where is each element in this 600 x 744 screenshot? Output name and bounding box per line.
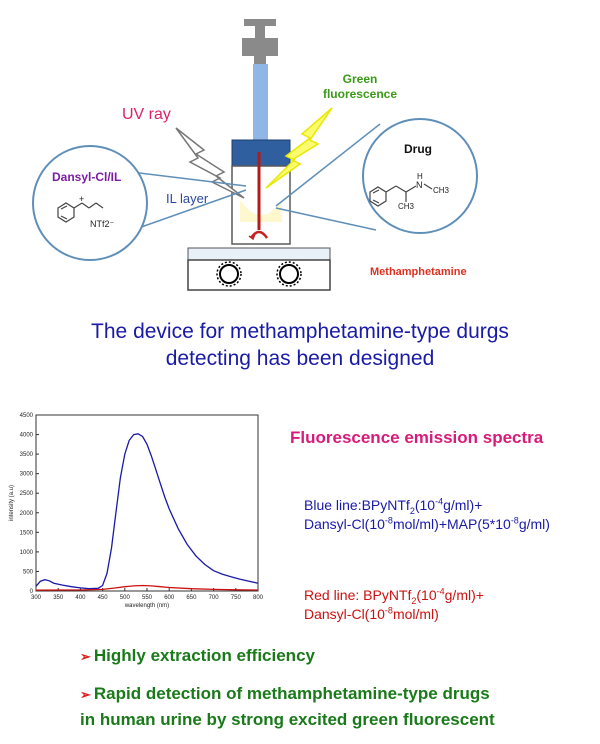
- red-legend-text5: mol/ml): [392, 606, 439, 622]
- x-axis-label: wavelength (nm): [124, 603, 169, 609]
- red-legend-sup2: -8: [384, 605, 393, 616]
- y-tick-label: 1000: [20, 550, 34, 556]
- blue-legend-text4: Dansyl-Cl(10: [304, 516, 385, 532]
- stir-bar-icon: [249, 230, 269, 239]
- plot-frame: [35, 414, 259, 592]
- device-head: [231, 139, 291, 167]
- blue-legend-text5: mol/ml)+MAP(5*10: [392, 516, 511, 532]
- methamphetamine-label: Methamphetamine: [370, 266, 467, 278]
- pyridinium-plus: +: [79, 194, 85, 204]
- x-tick-label: 500: [120, 595, 131, 601]
- drug-h-atom: H: [417, 172, 423, 181]
- stirrer-knob-icon: [216, 261, 242, 287]
- x-tick-label: 700: [209, 595, 220, 601]
- bullet-extraction-text: Highly extraction efficiency: [93, 646, 315, 665]
- x-tick-label: 350: [53, 595, 64, 601]
- optical-fiber: [253, 64, 268, 142]
- red-series-line: [35, 584, 259, 591]
- stirrer-top-plate: [187, 247, 331, 261]
- y-tick-label: 1500: [20, 530, 34, 536]
- drug-ch3-c: CH3: [398, 202, 415, 211]
- device-caption: The device for methamphetamine-type durg…: [0, 318, 600, 372]
- blue-legend-text3: g/ml)+: [443, 497, 483, 513]
- green-fluorescence-line1: Green: [342, 72, 378, 86]
- bullet-detection-line2: in human urine by strong excited green f…: [80, 710, 495, 729]
- callout-line-right: [275, 207, 377, 231]
- blue-series-line: [35, 433, 259, 590]
- y-tick-label: 0: [30, 589, 34, 595]
- green-fluorescence-line2: fluorescence: [322, 87, 398, 101]
- x-tick-label: 750: [231, 595, 242, 601]
- y-tick-label: 3000: [20, 472, 34, 478]
- red-legend-text4: Dansyl-Cl(10: [304, 606, 385, 622]
- blue-legend-text6: g/ml): [518, 516, 550, 532]
- blue-legend-text1: Blue line:BPyNTf: [304, 497, 410, 513]
- blue-legend-text2: (10: [414, 497, 436, 513]
- pyridinium-structure: [57, 202, 104, 223]
- x-tick-label: 600: [164, 595, 175, 601]
- y-tick-label: 500: [23, 569, 34, 575]
- stirrer-base: [187, 259, 331, 291]
- pyridinium-anion: NTf2⁻: [90, 219, 115, 229]
- arrow-bullet-icon: ➢: [80, 649, 91, 664]
- red-legend-text1: Red line: BPyNTf: [304, 587, 412, 603]
- red-line-legend: Red line: BPyNTf2(10-4g/ml)+ Dansyl-Cl(10…: [304, 586, 594, 624]
- red-legend-text2: (10: [416, 587, 437, 603]
- uv-ray-label: UV ray: [122, 106, 171, 123]
- y-tick-label: 3500: [20, 452, 34, 458]
- caption-line2: detecting has been designed: [165, 347, 435, 370]
- y-axis-label: intensity (a.u): [9, 485, 15, 521]
- y-tick-label: 2000: [20, 511, 34, 517]
- fluorescence-bolt-icon: [265, 107, 333, 189]
- blue-legend-sup2: -8: [384, 515, 393, 526]
- green-fluorescence-label: Green fluorescence: [318, 72, 402, 102]
- drug-ch3-n: CH3: [433, 186, 450, 195]
- methamphetamine-structure: [369, 183, 433, 207]
- red-legend-text3: g/ml)+: [444, 587, 484, 603]
- y-tick-label: 2500: [20, 491, 34, 497]
- device-diagram: [32, 19, 478, 291]
- arrow-bullet-icon: ➢: [80, 687, 91, 702]
- blue-line-legend: Blue line:BPyNTf2(10-4g/ml)+ Dansyl-Cl(10…: [304, 496, 594, 534]
- stirrer-knob-icon: [276, 261, 302, 287]
- dansyl-il-label: Dansyl-Cl/IL: [52, 170, 122, 184]
- spectra-title: Fluorescence emission spectra: [290, 428, 544, 447]
- emission-spectra-chart: 300 350 400 450 500 550 600 650 700 750 800 0 500 100…: [9, 413, 264, 609]
- bullet-detection-line1: Rapid detection of methamphetamine-type …: [93, 684, 490, 703]
- x-tick-label: 550: [142, 595, 153, 601]
- drug-circle: [362, 118, 478, 234]
- red-legend-sub1: 2: [411, 595, 417, 606]
- callout-line-right: [275, 123, 381, 207]
- caption-line1: The device for methamphetamine-type durg…: [91, 320, 509, 343]
- blue-legend-sub1: 2: [409, 505, 415, 516]
- y-tick-label: 4500: [20, 413, 34, 419]
- red-legend-sup1: -4: [436, 586, 445, 597]
- blue-legend-sup1: -4: [435, 496, 444, 507]
- bullet-detection: ➢Rapid detection of methamphetamine-type…: [80, 684, 490, 704]
- top-connector: [242, 19, 278, 64]
- bullet-extraction: ➢Highly extraction efficiency: [80, 646, 315, 666]
- il-layer-zone: [240, 200, 282, 222]
- drug-label: Drug: [404, 142, 432, 156]
- drug-n-atom: N: [416, 180, 423, 190]
- ionic-liquid-circle: [32, 145, 148, 261]
- blue-legend-sup3: -8: [510, 515, 519, 526]
- x-tick-label: 300: [31, 595, 42, 601]
- x-tick-label: 400: [75, 595, 86, 601]
- x-tick-label: 450: [98, 595, 109, 601]
- x-tick-label: 650: [186, 595, 197, 601]
- uv-ray-bolt-icon: [175, 127, 245, 199]
- il-layer-label: IL layer: [166, 191, 209, 206]
- x-tick-label: 800: [253, 595, 264, 601]
- y-tick-label: 4000: [20, 433, 34, 439]
